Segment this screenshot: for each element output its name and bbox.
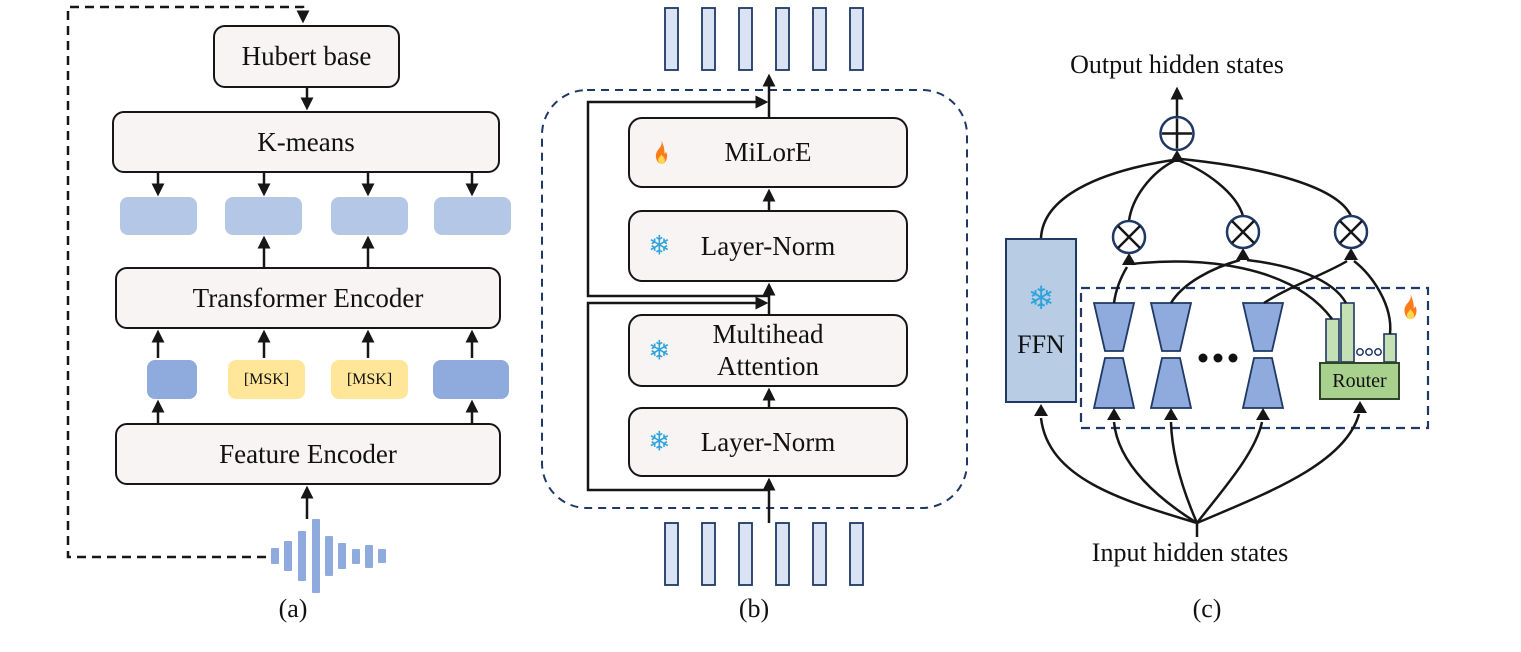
- multiply-node-2: [1225, 214, 1261, 250]
- input-hidden-states-label: Input hidden states: [1091, 538, 1289, 567]
- panel-b-lines: [586, 73, 776, 523]
- expert-1-down-proj: [1092, 302, 1136, 352]
- layer-norm-top-box: ❄ Layer-Norm: [628, 210, 908, 282]
- panel-c-arrowheads: [1034, 150, 1367, 420]
- expert-1-up-proj: [1092, 357, 1136, 409]
- panel-a-lines: [66, 5, 479, 559]
- snowflake-icon: ❄: [648, 426, 671, 458]
- feature-encoder-label: Feature Encoder: [219, 438, 397, 469]
- multihead-attention-box: ❄ Multihead Attention: [628, 314, 908, 387]
- multiply-node-3: [1333, 214, 1369, 250]
- kmeans-box: K-means: [112, 111, 500, 173]
- transformer-encoder-box: Transformer Encoder: [115, 267, 501, 329]
- curve-expert1-to-x1: [1112, 266, 1129, 304]
- expert-2-down-proj: [1149, 302, 1193, 352]
- mask-token-2: [MSK]: [331, 360, 408, 399]
- curve-input-to-expert2: [1169, 421, 1199, 524]
- panel-c-curves: [1039, 86, 1392, 537]
- hubert-base-label: Hubert base: [241, 41, 372, 71]
- curve-ffn-to-sum: [1039, 158, 1174, 239]
- curve-expert2-to-x2: [1169, 258, 1241, 304]
- curve-input-to-expert3: [1196, 421, 1264, 524]
- hubert-base-box: Hubert base: [213, 25, 400, 88]
- panel-b-caption: (b): [738, 594, 770, 623]
- curve-x2-to-sum: [1179, 159, 1245, 217]
- panel-c-caption: (c): [1192, 594, 1222, 623]
- panel-a-caption: (a): [278, 594, 308, 623]
- layer-norm-bottom-box: ❄ Layer-Norm: [628, 407, 908, 477]
- curve-router3-to-x3: [1353, 260, 1392, 335]
- output-hidden-states-label: Output hidden states: [1070, 50, 1284, 79]
- moe-dashed-container: [1079, 286, 1430, 430]
- curve-x1-to-sum: [1127, 159, 1175, 222]
- sum-node: [1159, 115, 1195, 152]
- curve-expert3-to-x3: [1263, 259, 1348, 305]
- fire-icon: [648, 139, 675, 166]
- mask-token-1: [MSK]: [228, 360, 305, 399]
- cluster-token-2: [225, 197, 302, 235]
- ffn-label: FFN: [1017, 329, 1065, 359]
- layer-norm-bottom-label: Layer-Norm: [700, 426, 836, 457]
- multiply-node-1: [1111, 219, 1147, 255]
- cluster-token-1: [120, 197, 197, 235]
- kmeans-label: K-means: [257, 126, 355, 157]
- feature-token-1: [147, 360, 197, 399]
- router-ellipsis-dots: [1356, 348, 1382, 356]
- curve-input-to-router: [1196, 413, 1361, 525]
- residual-skip-upper: [586, 95, 769, 298]
- residual-skip-lower: [586, 296, 769, 492]
- mask-token-2-label: [MSK]: [346, 370, 393, 388]
- experts-ellipsis-dots: [1198, 353, 1238, 363]
- milore-box: MiLorE: [628, 117, 908, 188]
- curve-input-to-ffn: [1039, 417, 1198, 525]
- transformer-encoder-label: Transformer Encoder: [192, 282, 424, 313]
- cluster-token-3: [331, 197, 408, 235]
- fire-icon: [1396, 293, 1425, 322]
- cluster-token-4: [434, 197, 511, 235]
- ffn-box: ❄ FFN: [1005, 238, 1077, 403]
- panel-b-token-bars-bottom: [664, 522, 864, 586]
- panel-b-token-bars-top: [664, 7, 864, 71]
- expert-2-up-proj: [1149, 357, 1193, 409]
- multihead-attention-label: Multihead Attention: [712, 319, 824, 381]
- curve-input-to-expert1: [1112, 421, 1198, 525]
- waveform-icon: [271, 519, 386, 593]
- curve-router2-to-x2: [1246, 258, 1348, 304]
- expert-3-up-proj: [1241, 357, 1285, 409]
- mask-token-1-label: [MSK]: [243, 370, 290, 388]
- curve-router1-to-x1: [1131, 260, 1334, 320]
- feature-encoder-box: Feature Encoder: [115, 423, 501, 485]
- layer-norm-top-label: Layer-Norm: [700, 230, 836, 261]
- transformer-layer-dashed-container: [541, 89, 968, 509]
- router-box: Router: [1319, 362, 1400, 400]
- feature-token-2: [433, 360, 509, 399]
- milore-label: MiLorE: [724, 137, 812, 167]
- curve-x3-to-sum: [1180, 157, 1353, 217]
- snowflake-icon: ❄: [648, 335, 671, 366]
- expert-adapters: [1092, 302, 1285, 409]
- snowflake-icon: ❄: [1027, 278, 1055, 317]
- expert-3-down-proj: [1241, 302, 1285, 352]
- router-label: Router: [1332, 369, 1387, 392]
- snowflake-icon: ❄: [648, 230, 671, 262]
